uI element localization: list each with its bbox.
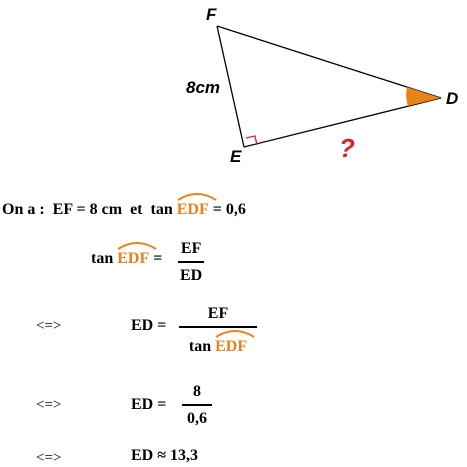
tan-word: tan xyxy=(91,250,114,267)
result: ED ≈ 13,3 xyxy=(131,447,199,464)
vertex-e-label: E xyxy=(230,147,242,166)
fraction-8-over-0-6: 8 0,6 xyxy=(182,383,212,428)
angle-edf: EDF xyxy=(215,330,255,356)
fraction-ef-over-ed: EF ED xyxy=(178,240,205,285)
fraction-bar xyxy=(182,404,212,406)
side-ef-length-label: 8cm xyxy=(186,78,220,97)
denominator-tan-edf: tan EDF xyxy=(187,328,255,356)
side-fd xyxy=(216,25,442,99)
given-value: = 0,6 xyxy=(212,201,246,218)
tan-definition: tan EDF = xyxy=(91,242,163,268)
denominator-ed: ED xyxy=(180,267,203,284)
angle-hat-icon xyxy=(177,193,217,201)
unknown-side-question-mark: ? xyxy=(339,133,355,163)
side-ed xyxy=(243,97,442,148)
numerator-8: 8 xyxy=(193,383,201,400)
given-statement: On a : EF = 8 cm et tan EDF = 0,6 xyxy=(2,193,246,219)
equivalence-arrow-3: <=> xyxy=(36,450,62,466)
fraction-bar xyxy=(178,261,205,263)
denominator-0-6: 0,6 xyxy=(187,410,207,427)
given-and: et xyxy=(130,201,143,218)
given-prefix: On a : xyxy=(2,201,45,218)
fraction-bar xyxy=(179,326,257,328)
tan-word: tan xyxy=(150,201,173,218)
angle-hat-icon xyxy=(215,330,255,338)
angle-d-marker xyxy=(406,87,441,106)
given-ef: EF = 8 cm xyxy=(52,201,123,218)
equivalence-arrow-2: <=> xyxy=(36,397,62,413)
fraction-ef-over-tan: EF tan EDF xyxy=(179,305,257,356)
vertex-d-label: D xyxy=(446,89,458,108)
ed-equals-2: ED = xyxy=(131,396,167,413)
triangle-figure: F D E 8cm ? xyxy=(186,5,458,166)
numerator-ef: EF xyxy=(207,305,229,322)
angle-edf: EDF xyxy=(117,242,157,268)
angle-edf: EDF xyxy=(177,193,217,219)
side-fe xyxy=(216,25,245,148)
vertex-f-label: F xyxy=(206,5,217,24)
equivalence-arrow-1: <=> xyxy=(36,318,62,334)
right-angle-marker xyxy=(245,135,258,146)
numerator-ef: EF xyxy=(180,240,202,257)
angle-hat-icon xyxy=(117,242,157,250)
ed-equals-1: ED = xyxy=(131,317,167,334)
equals-sign: = xyxy=(153,250,163,267)
